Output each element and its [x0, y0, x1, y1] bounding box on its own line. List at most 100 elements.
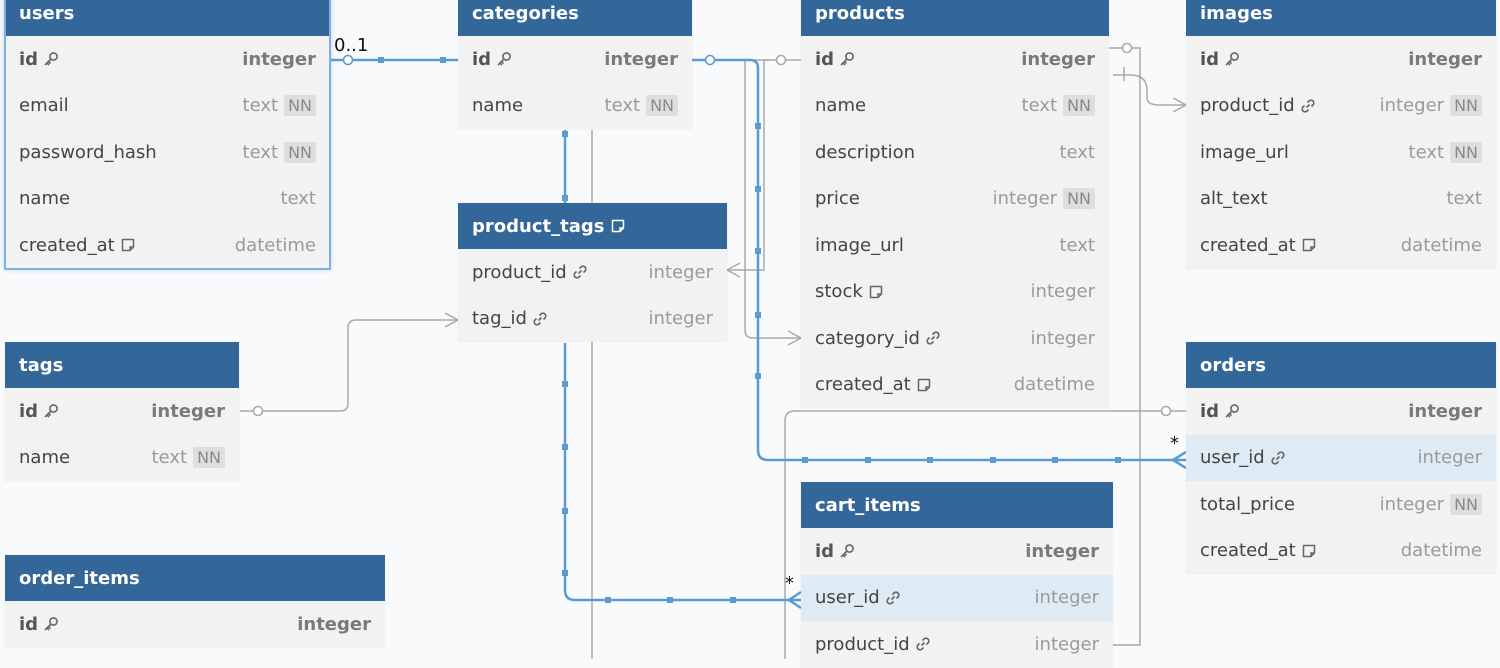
field-name: id: [815, 48, 835, 70]
cart-items-header[interactable]: cart_items: [801, 482, 1113, 528]
field-type: datetime: [234, 234, 316, 256]
field-name-group: id: [1200, 49, 1240, 70]
key-icon: [1224, 51, 1240, 67]
field-type: integer: [242, 48, 316, 70]
orders-header[interactable]: orders: [1186, 342, 1496, 388]
field-name-group: tag_id: [472, 308, 548, 329]
optional-marker: [704, 54, 716, 66]
key-icon: [839, 51, 855, 67]
field-name: id: [815, 540, 835, 562]
line-dot: [1052, 457, 1058, 463]
order-items-header[interactable]: order_items: [5, 555, 385, 601]
users-header[interactable]: users: [5, 0, 330, 36]
field-type: text: [1408, 141, 1445, 163]
field-name: name: [19, 188, 71, 210]
field-type: integer: [648, 308, 713, 330]
field-type: text: [1021, 95, 1058, 117]
tags-header[interactable]: tags: [5, 342, 239, 388]
field-row-created-at[interactable]: created_at datetime: [1186, 528, 1496, 575]
note-icon: [916, 377, 932, 393]
optional-marker: [1160, 405, 1172, 417]
field-name: product_id: [815, 633, 910, 655]
field-name: name: [19, 447, 71, 469]
field-row-id[interactable]: id integer: [5, 36, 330, 83]
field-name-group: created_at: [815, 374, 932, 395]
link-icon: [925, 330, 941, 346]
link-icon: [915, 636, 931, 652]
not-null-badge: NN: [284, 95, 316, 117]
not-null-badge: NN: [1063, 95, 1095, 117]
field-name: id: [19, 400, 39, 422]
field-name-group: id: [19, 401, 59, 422]
categories-header[interactable]: categories: [458, 0, 692, 36]
field-name-group: price: [815, 188, 860, 209]
key-icon: [496, 51, 512, 67]
line-dot: [378, 57, 384, 63]
images-header[interactable]: images: [1186, 0, 1496, 36]
field-name-group: id: [19, 49, 59, 70]
categories-to-products-line: [744, 60, 801, 339]
line-dot: [667, 597, 673, 603]
product-tags-product-id-line: [727, 59, 770, 271]
field-name: total_price: [1200, 493, 1295, 515]
line-dot: [990, 457, 996, 463]
products-header[interactable]: products: [801, 0, 1109, 36]
line-dot: [1115, 457, 1121, 463]
field-type: integer: [1030, 281, 1095, 303]
field-name-group: category_id: [815, 328, 941, 349]
field-type: integer: [1025, 540, 1099, 562]
cardinality-label-cart-items: *: [785, 573, 794, 594]
field-name: created_at: [1200, 234, 1296, 256]
field-type: text: [1446, 188, 1482, 210]
field-name-group: id: [815, 49, 855, 70]
field-name: created_at: [1200, 540, 1296, 562]
not-null-badge: NN: [1063, 188, 1095, 210]
field-type: datetime: [1400, 540, 1482, 562]
field-name: image_url: [1200, 141, 1289, 163]
product-tags-header[interactable]: product_tags: [458, 203, 727, 249]
field-row-id[interactable]: id integer: [801, 528, 1113, 575]
line-dot: [755, 248, 761, 254]
tags-to-product-tags-line: [240, 319, 458, 412]
field-row-tag-id[interactable]: tag_id integer: [458, 296, 727, 343]
not-null-badge: NN: [1450, 141, 1482, 163]
